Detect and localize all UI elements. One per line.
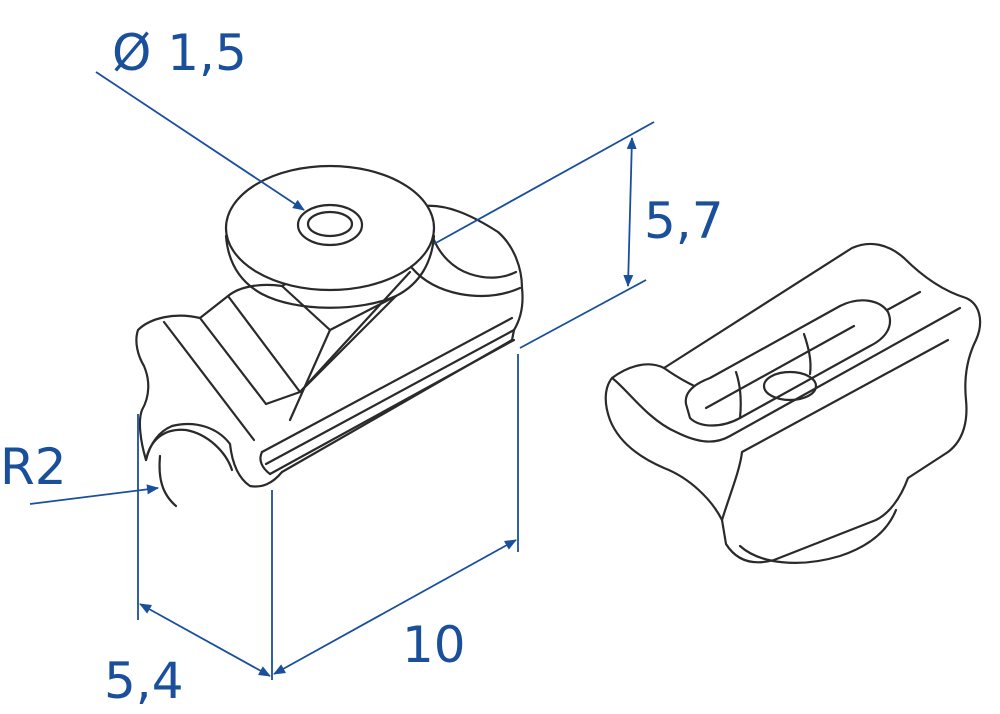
width-label: 5,4	[104, 652, 184, 710]
rail-end	[259, 450, 272, 476]
facet-5	[280, 284, 332, 332]
rail-2	[264, 328, 516, 466]
facet-3	[226, 294, 302, 394]
hole-diameter-leader	[95, 71, 305, 211]
rail-3	[268, 338, 516, 476]
length-dimension-line	[273, 539, 517, 675]
rail-1	[260, 316, 514, 454]
rear-front-edge	[610, 306, 962, 443]
r2-groove	[144, 428, 234, 472]
hole-diameter-label: Ø 1,5	[112, 24, 247, 82]
rear-slot-step-2	[802, 332, 812, 376]
center-hole-inner	[306, 210, 354, 238]
rear-bottom-collar	[738, 508, 898, 564]
right-cutout-2	[410, 266, 522, 298]
rear-body-outline	[604, 242, 982, 564]
collar-side	[224, 234, 436, 309]
rear-slot-step-1	[734, 370, 742, 420]
facet-7	[328, 294, 398, 332]
r2-groove-lower	[158, 454, 178, 508]
facet-8	[298, 270, 412, 394]
height-label: 5,7	[644, 192, 724, 250]
radius-label: R2	[0, 438, 67, 496]
facet-6	[288, 328, 332, 422]
right-cutout	[432, 238, 518, 279]
rear-side-curve	[720, 338, 950, 522]
rear-slot-hole	[762, 370, 818, 402]
height-extension-top	[433, 121, 655, 245]
radius-leader	[29, 484, 159, 505]
height-dimension-line	[623, 137, 637, 287]
length-label: 10	[402, 616, 466, 674]
facet-1	[162, 320, 256, 442]
dimension-labels: Ø 1,5 5,7 R2 5,4 10	[0, 24, 724, 710]
dimension-lines	[29, 71, 655, 680]
facet-2	[198, 316, 268, 406]
slot-nut-rear-view	[604, 242, 982, 564]
rear-slot-inner	[704, 324, 856, 410]
width-dimension-line	[139, 603, 271, 677]
height-extension-bottom	[519, 279, 647, 349]
slot-nut-front-view	[135, 164, 524, 508]
